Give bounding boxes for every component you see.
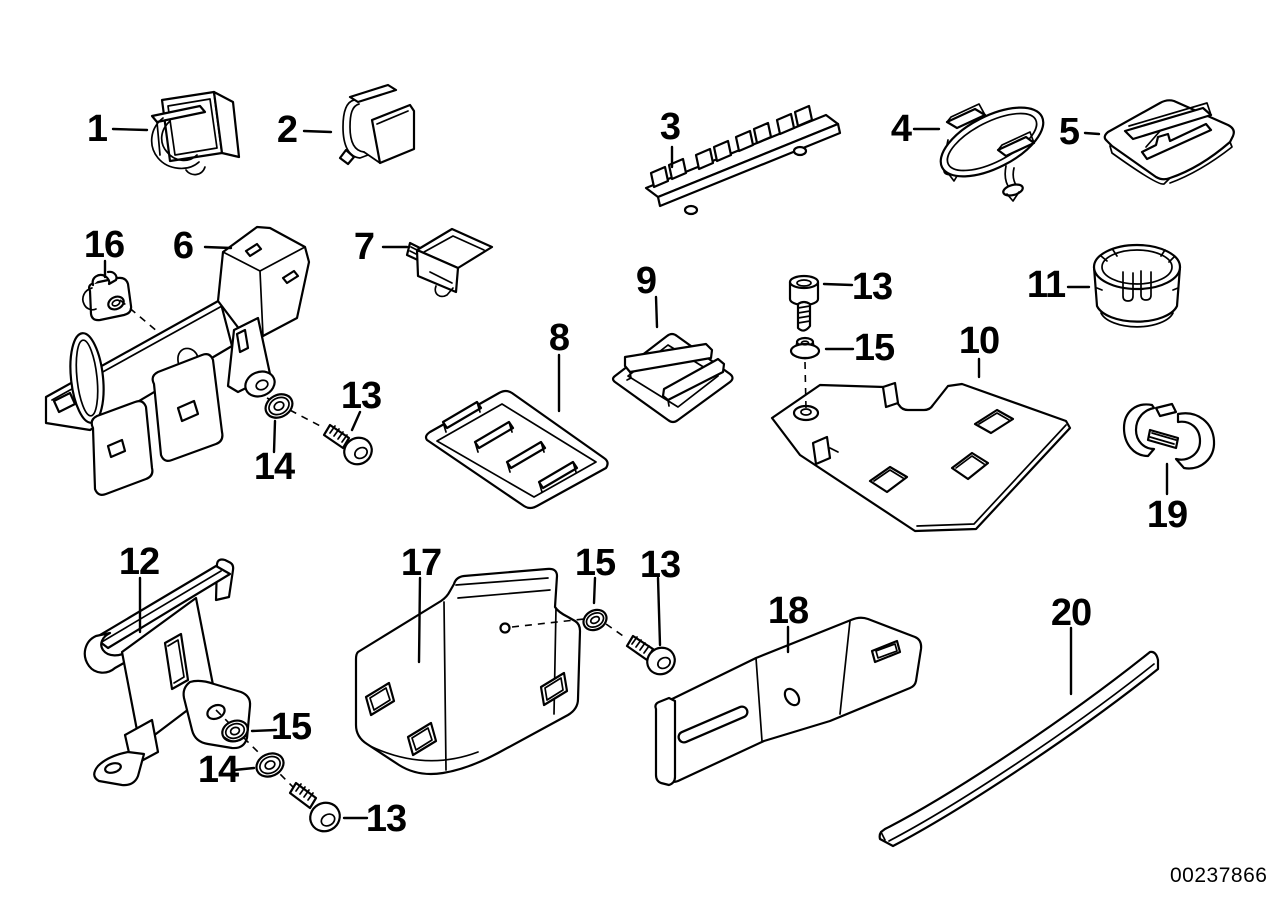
callout-2-1: 2 xyxy=(276,109,298,151)
callout-18-21: 18 xyxy=(767,590,809,632)
callout-13-25: 13 xyxy=(365,798,407,840)
part-14-washer-upper xyxy=(264,393,294,419)
callout-4-3: 4 xyxy=(890,108,912,150)
callout-8-13: 8 xyxy=(548,317,570,359)
callout-12-17: 12 xyxy=(118,541,160,583)
part-11-round-grommet xyxy=(1092,243,1182,328)
part-6-bracket-assembly xyxy=(44,225,311,496)
callout-6-6: 6 xyxy=(172,225,194,267)
callout-17-18: 17 xyxy=(400,542,442,584)
part-15-flange-nut-top xyxy=(789,336,821,360)
part-15-nut-bottom xyxy=(221,719,249,743)
part-10-mounting-plate xyxy=(770,381,1072,533)
part-13-screw-mid-left xyxy=(322,423,373,466)
callout-3-2: 3 xyxy=(659,106,681,148)
callout-9-8: 9 xyxy=(635,260,657,302)
callout-13-14: 13 xyxy=(340,375,382,417)
part-16-small-clamp xyxy=(82,270,133,322)
part-13-screw-bottom xyxy=(288,781,341,833)
callout-16-5: 16 xyxy=(83,224,125,266)
callout-1-0: 1 xyxy=(86,108,108,150)
part-2-spring-clip xyxy=(338,83,416,166)
callout-19-16: 19 xyxy=(1146,494,1188,536)
callout-11-11: 11 xyxy=(1026,264,1066,306)
callout-13-9: 13 xyxy=(851,266,893,308)
part-4-oval-holder xyxy=(939,103,1045,202)
part-18-strap-bracket xyxy=(654,616,923,787)
part-15-washer-mid xyxy=(582,608,608,632)
part-13-screw-mid-right xyxy=(625,634,676,676)
callout-5-4: 5 xyxy=(1058,111,1080,153)
callout-13-20: 13 xyxy=(639,544,681,586)
part-17-cover-bracket xyxy=(354,567,582,776)
callout-15-10: 15 xyxy=(853,327,895,369)
diagram-number: 00237866 xyxy=(1170,864,1268,887)
callout-20-22: 20 xyxy=(1050,592,1092,634)
part-3-clip-rail xyxy=(644,104,842,216)
leader-lines xyxy=(103,127,1169,820)
part-13-screw-top xyxy=(788,274,820,332)
part-1-cable-clip xyxy=(150,90,241,176)
part-9-square-clip-base xyxy=(611,332,734,424)
part-7-clip xyxy=(405,227,494,298)
callout-10-12: 10 xyxy=(958,320,1000,362)
part-19-two-piece-clamp xyxy=(1122,402,1216,470)
callout-15-23: 15 xyxy=(270,706,312,748)
callout-14-15: 14 xyxy=(253,446,295,488)
part-14-washer-bottom xyxy=(255,752,285,778)
part-20-trim-strip xyxy=(878,650,1160,848)
callout-7-7: 7 xyxy=(353,226,375,268)
callout-14-24: 14 xyxy=(197,749,239,791)
part-5-clip-base xyxy=(1103,99,1235,185)
callout-15-19: 15 xyxy=(574,542,616,584)
part-8-channel-block xyxy=(424,389,609,510)
